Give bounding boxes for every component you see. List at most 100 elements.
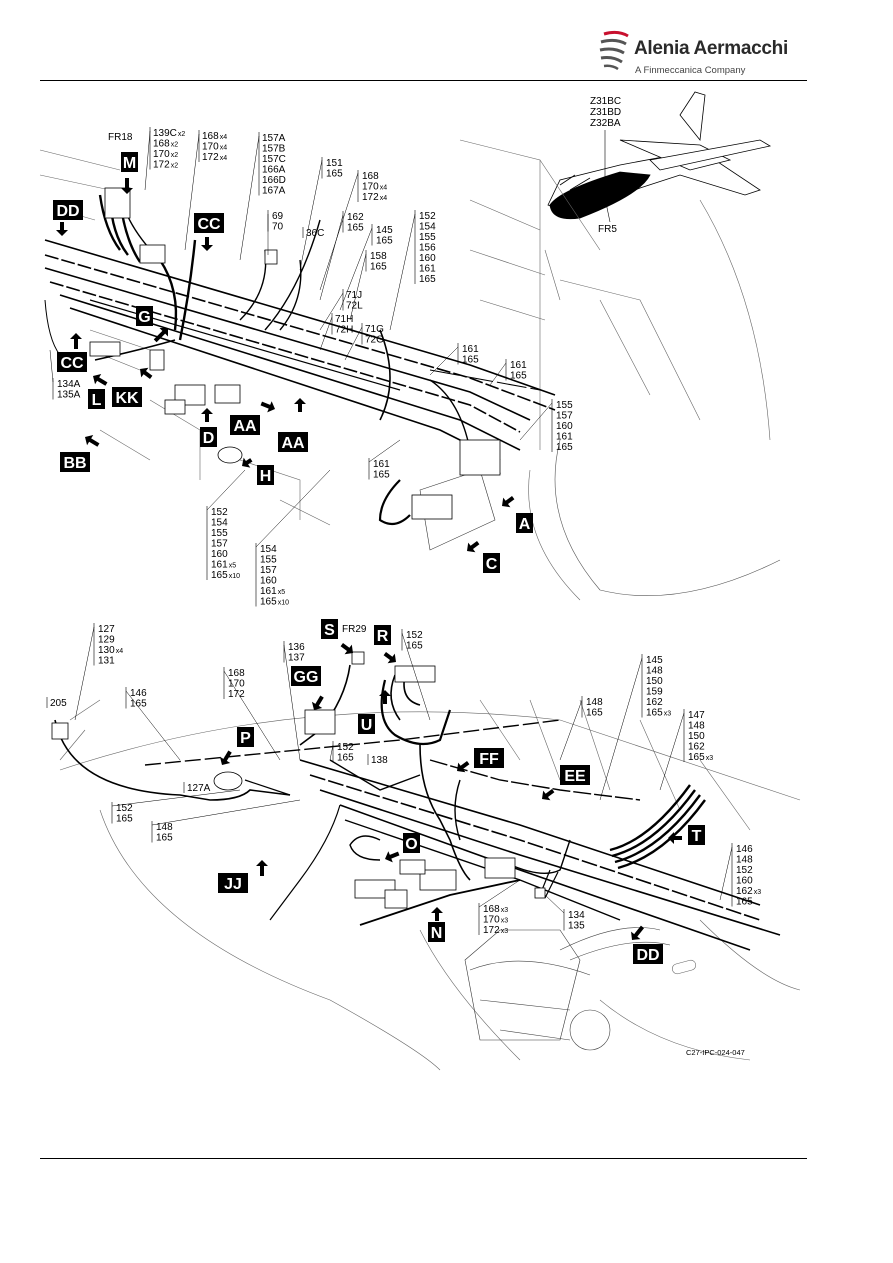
callout-item: 145 <box>376 225 393 236</box>
view-flag-upper-2: CC <box>194 213 224 251</box>
view-flag-letter: T <box>692 828 702 845</box>
callout-item: 165 <box>116 814 133 825</box>
view-flag-box <box>516 513 533 533</box>
view-flag-arrow-icon <box>219 750 232 765</box>
footer-rule <box>40 1158 807 1159</box>
callout-item: 71J <box>346 290 362 301</box>
callout-item: 152 <box>736 865 753 876</box>
view-flag-box <box>121 152 138 172</box>
callout-item: 69 <box>272 211 284 222</box>
view-flag-arrow-icon <box>385 851 400 863</box>
callout-item: 156 <box>419 243 436 254</box>
callout-item: 160 <box>260 576 277 587</box>
view-flag-lower-2: GG <box>291 666 324 710</box>
view-flag-letter: DD <box>56 203 79 220</box>
view-flag-lower-8: T <box>668 825 705 845</box>
view-flag-lower-3: U <box>358 690 391 734</box>
view-flag-box <box>230 415 260 435</box>
callout-item: 150 <box>646 676 663 687</box>
view-flag-arrow-icon <box>294 398 306 412</box>
callout-item: 162 <box>347 212 364 223</box>
view-flag-box <box>136 306 153 326</box>
header-rule <box>40 80 807 81</box>
callout-leader <box>544 894 565 914</box>
callout-leader <box>329 744 334 761</box>
view-flag-upper-12: A <box>502 496 533 533</box>
callout-leader <box>489 362 507 386</box>
view-flag-arrow-icon <box>256 860 268 876</box>
callout-leader <box>223 670 281 761</box>
callout-item: 148 <box>586 697 603 708</box>
frame-label-lower: FR29 <box>342 624 367 635</box>
view-flag-letter: M <box>123 155 136 172</box>
view-flag-arrow-icon <box>379 690 391 704</box>
view-flag-box <box>278 432 308 452</box>
callout-item: 165 <box>337 753 354 764</box>
callout-item: 160 <box>419 253 436 264</box>
view-flag-lower-7: O <box>385 833 420 863</box>
view-flag-arrow-icon <box>140 367 153 379</box>
callout-item: 165x10 <box>260 597 289 608</box>
callout-item: 165 <box>326 169 343 180</box>
callout-leader <box>719 846 733 901</box>
callout-item: 160 <box>211 549 228 560</box>
callout-item: 158 <box>370 251 387 262</box>
callout-item: 127A <box>187 783 211 794</box>
callout-c33: 127A <box>183 782 211 794</box>
callout-item: 147 <box>688 710 705 721</box>
view-flag-box <box>53 200 83 220</box>
view-flag-box <box>88 389 105 409</box>
view-flag-upper-1: DD <box>53 200 83 236</box>
view-flag-letter: U <box>361 717 373 734</box>
view-flag-letter: CC <box>60 355 84 372</box>
view-flag-arrow-icon <box>340 643 353 655</box>
callout-item: 135 <box>568 921 585 932</box>
view-flag-box <box>257 465 274 485</box>
callout-item: 146 <box>736 844 753 855</box>
view-flag-arrow-icon <box>631 925 645 940</box>
view-flag-upper-8: AA <box>278 398 308 452</box>
view-flag-lower-9: JJ <box>218 860 268 893</box>
callout-c32: 138 <box>367 754 388 766</box>
callout-item: 157 <box>211 539 228 550</box>
view-flag-arrow-icon <box>85 434 100 447</box>
callout-item: 168x4 <box>202 131 227 142</box>
callout-item: 172x4 <box>202 152 227 163</box>
lower-components <box>51 651 546 909</box>
callout-c23: 205 <box>46 697 67 709</box>
callout-item: 157B <box>262 144 286 155</box>
view-flag-upper-9: D <box>200 408 217 447</box>
callout-item: 138 <box>371 755 388 766</box>
callout-item: 165 <box>736 897 753 908</box>
view-flag-arrow-icon <box>542 789 555 801</box>
callout-item: 71G <box>365 324 384 335</box>
callout-item: 155 <box>211 528 228 539</box>
view-flag-letter: A <box>519 516 531 533</box>
callout-item: 148 <box>736 855 753 866</box>
view-flag-lower-6: EE <box>542 765 590 801</box>
callout-item: 166A <box>262 165 286 176</box>
callout-item: 70 <box>272 222 284 233</box>
callout-item: 155 <box>260 555 277 566</box>
callout-item: 157 <box>260 565 277 576</box>
callout-leader <box>319 316 333 351</box>
view-flag-box <box>291 666 321 686</box>
callout-leader <box>429 346 459 376</box>
callout-item: 154 <box>419 222 436 233</box>
upper-components <box>89 187 501 520</box>
view-flag-box <box>200 427 217 447</box>
callout-item: 165 <box>556 442 573 453</box>
view-flag-box <box>560 765 590 785</box>
